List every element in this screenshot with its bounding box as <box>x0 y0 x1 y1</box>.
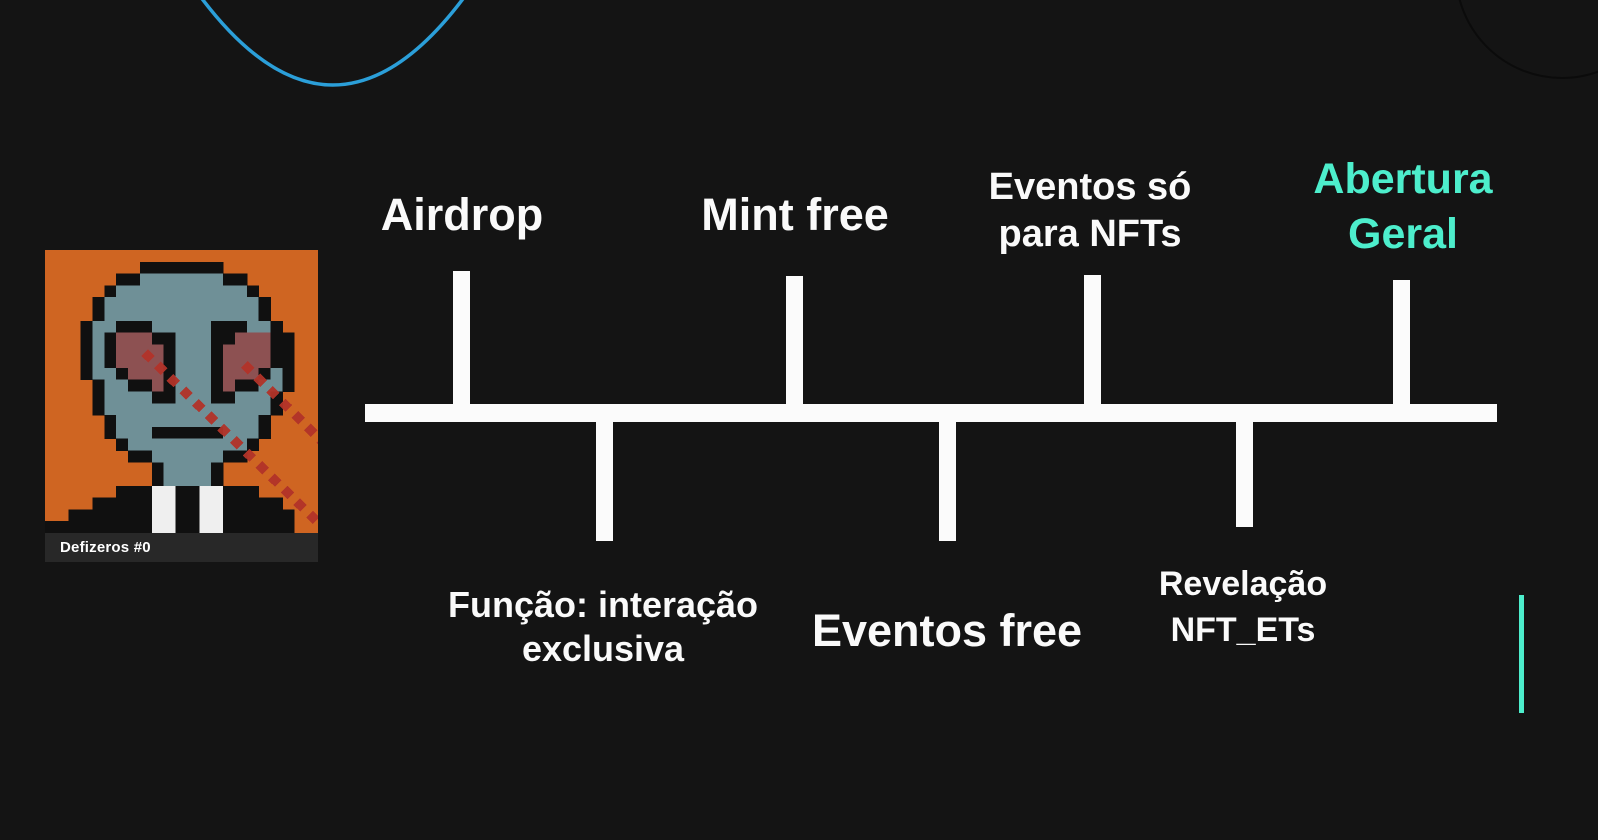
milestone-label-mint-free: Mint free <box>701 189 889 240</box>
milestone-label-funcao: Função: interação exclusiva <box>447 584 759 669</box>
milestone-label-revelacao: Revelação NFT_ETs <box>1158 565 1328 649</box>
tick-eventos-nft <box>1084 275 1101 404</box>
nft-name: Defizeros #0 <box>60 539 151 556</box>
tick-mint-free <box>786 276 803 404</box>
milestone-label-eventos-nft: Eventos só para NFTs <box>988 166 1192 255</box>
timeline-bar <box>365 404 1497 422</box>
tick-airdrop <box>453 271 470 404</box>
nft-card: Defizeros #0 <box>45 250 318 562</box>
tick-abertura-geral <box>1393 280 1410 404</box>
milestone-label-airdrop: Airdrop <box>380 189 544 240</box>
corner-circle-decoration <box>1455 0 1598 79</box>
tick-funcao <box>596 421 613 541</box>
defizeros-nft-image <box>45 250 318 533</box>
alien-pixel-art <box>45 250 318 533</box>
milestone-label-abertura-geral: Abertura Geral <box>1313 155 1493 258</box>
tick-revelacao <box>1236 421 1253 527</box>
blue-curve-decoration <box>200 0 465 87</box>
nft-label-bar: Defizeros #0 <box>45 533 318 562</box>
milestone-label-eventos-free: Eventos free <box>811 605 1083 656</box>
teal-accent-line <box>1519 595 1524 713</box>
tick-eventos-free <box>939 421 956 541</box>
